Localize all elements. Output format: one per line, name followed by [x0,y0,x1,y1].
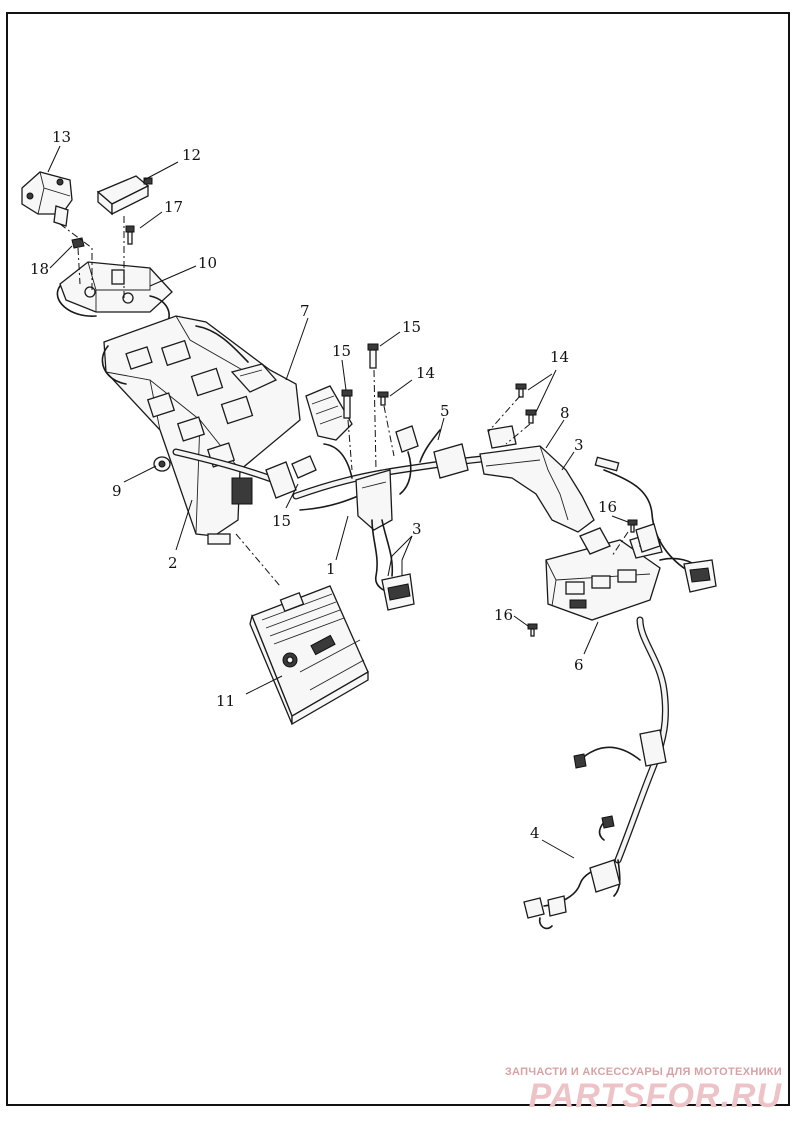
callout-14-left: 14 [416,364,435,382]
callout-5: 5 [440,402,450,420]
leader-lines [47,145,629,859]
callout-1: 1 [326,560,336,578]
callout-3-lower: 3 [412,520,422,538]
part-18-nut [71,237,85,249]
part-11-ecu [249,585,369,726]
callout-15-mid: 15 [332,342,351,360]
callout-15-low: 15 [272,512,291,530]
part-2-harness [172,448,297,499]
main-box-frame [101,315,301,545]
part-3-branch-lower [371,519,415,611]
part-12-module [96,175,153,216]
callout-13: 13 [52,128,71,146]
callout-14-right: 14 [550,348,569,366]
part-17-screw [125,225,135,245]
callout-18: 18 [30,260,49,278]
part-14-screws [377,383,537,424]
callout-12: 12 [182,146,201,164]
watermark-caption: ЗАПЧАСТИ И АКСЕССУАРЫ ДЛЯ МОТОТЕХНИКИ [504,1066,782,1078]
watermark-logo: PARTSFOR.RU [528,1077,782,1115]
callout-8: 8 [560,404,570,422]
callout-3-upper: 3 [574,436,584,454]
part-15-screws [341,343,379,419]
part-4-harness [523,616,669,930]
callout-4: 4 [530,824,540,842]
part-8-duct [479,425,595,533]
callout-15-top: 15 [402,318,421,336]
callout-2: 2 [168,554,178,572]
callout-6: 6 [574,656,584,674]
part-7-connector [291,385,353,479]
callout-7: 7 [300,302,310,320]
watermark: ЗАПЧАСТИ И АКСЕССУАРЫ ДЛЯ МОТОТЕХНИКИ PA… [505,1066,782,1114]
alignment-lines [59,216,629,587]
part-1-harness [292,425,524,531]
callout-17: 17 [164,198,183,216]
callout-16-upper: 16 [598,498,617,516]
diagram-frame [6,12,790,1106]
callout-11: 11 [216,692,235,710]
part-5-harness [419,429,469,479]
callout-labels: 13 12 17 18 10 7 15 15 14 14 5 8 3 9 16 … [30,128,617,842]
callout-16-lower: 16 [494,606,513,624]
callout-9: 9 [112,482,122,500]
part-10-bracket [56,261,173,331]
part-9-grommet [153,456,171,472]
right-harness [594,456,717,593]
part-16-screws [527,519,638,637]
callout-10: 10 [198,254,217,272]
part-13-sensor [21,171,73,227]
